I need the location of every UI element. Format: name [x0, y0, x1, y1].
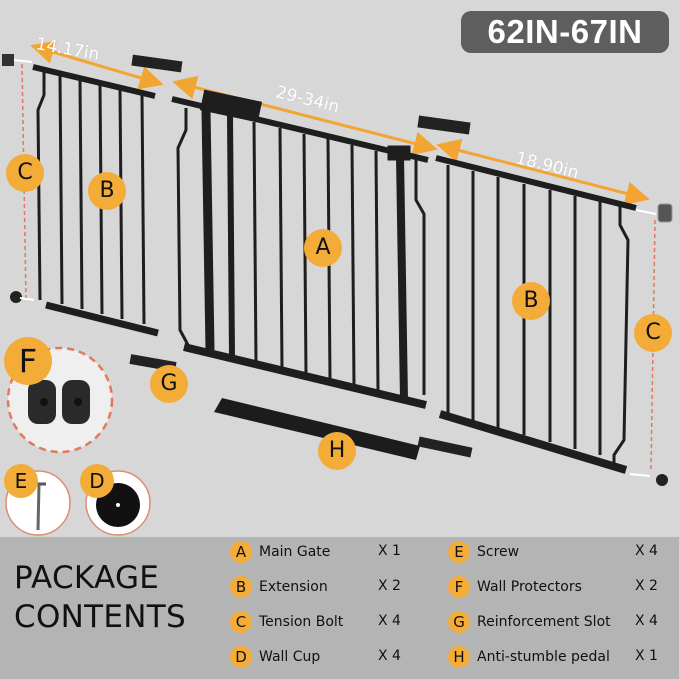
- item-qty: X 4: [378, 648, 401, 664]
- item-letter-badge: D: [230, 646, 252, 668]
- callout-main-gate: A: [304, 229, 342, 267]
- callout-tension-bolt-right: C: [634, 314, 672, 352]
- item-label: Main Gate: [259, 544, 331, 560]
- item-label: Screw: [477, 544, 520, 560]
- item-label: Extension: [259, 579, 328, 595]
- list-item: G Reinforcement Slot: [448, 610, 611, 634]
- callout-extension-right: B: [512, 282, 550, 320]
- gate-exploded-diagram: [2, 40, 673, 536]
- item-label: Anti-stumble pedal: [477, 649, 610, 665]
- callout-tension-bolt-left: C: [6, 154, 44, 192]
- item-letter-badge: A: [230, 541, 252, 563]
- item-qty: X 2: [635, 578, 658, 594]
- reinforcement-slot-icon: [417, 115, 471, 135]
- item-letter-badge: C: [230, 611, 252, 633]
- size-range-badge: 62IN-67IN: [461, 11, 669, 53]
- list-item: H Anti-stumble pedal: [448, 645, 610, 669]
- list-item: F Wall Protectors: [448, 575, 582, 599]
- callout-extension-left: B: [88, 172, 126, 210]
- item-qty: X 4: [378, 613, 401, 629]
- callout-wall-cup: D: [80, 464, 114, 498]
- list-item: D Wall Cup: [230, 645, 320, 669]
- anti-stumble-pedal-icon: [214, 398, 420, 460]
- item-label: Wall Cup: [259, 649, 321, 665]
- product-illustration-area: 62IN-67IN 14.17in 29-34in 18.90in C B A …: [2, 11, 673, 536]
- item-letter-badge: B: [230, 576, 252, 598]
- package-contents-title: PACKAGE CONTENTS: [14, 559, 186, 637]
- callout-pedal: H: [318, 432, 356, 470]
- item-qty: X 4: [635, 543, 658, 559]
- callout-wall-protectors: F: [4, 337, 52, 385]
- dimension-arrow-right-icon: [436, 138, 650, 206]
- item-label: Wall Protectors: [477, 579, 582, 595]
- reinforcement-slot-icon: [131, 54, 183, 73]
- extension-left-panel: [32, 64, 159, 337]
- title-line-2: CONTENTS: [14, 599, 186, 635]
- item-letter-badge: G: [448, 611, 470, 633]
- item-qty: X 1: [378, 543, 401, 559]
- list-item: E Screw: [448, 540, 519, 564]
- list-item: A Main Gate: [230, 540, 330, 564]
- reinforcement-slot-icon: [417, 436, 473, 458]
- item-label: Tension Bolt: [259, 614, 344, 630]
- item-letter-badge: F: [448, 576, 470, 598]
- item-qty: X 1: [635, 648, 658, 664]
- list-item: B Extension: [230, 575, 328, 599]
- extension-right-panel: [435, 155, 637, 474]
- dimension-arrow-left-icon: [30, 40, 164, 90]
- item-label: Reinforcement Slot: [477, 614, 611, 630]
- tension-bolt-right-icon: [629, 203, 673, 486]
- list-item: C Tension Bolt: [230, 610, 343, 634]
- item-qty: X 4: [635, 613, 658, 629]
- title-line-1: PACKAGE: [14, 560, 160, 596]
- item-qty: X 2: [378, 578, 401, 594]
- callout-screw: E: [4, 464, 38, 498]
- package-contents-band: PACKAGE CONTENTS A Main Gate X 1 B Exten…: [0, 537, 679, 679]
- item-letter-badge: H: [448, 646, 470, 668]
- item-letter-badge: E: [448, 541, 470, 563]
- callout-reinforcement-slot: G: [150, 365, 188, 403]
- tension-bolt-left-icon: [2, 54, 35, 303]
